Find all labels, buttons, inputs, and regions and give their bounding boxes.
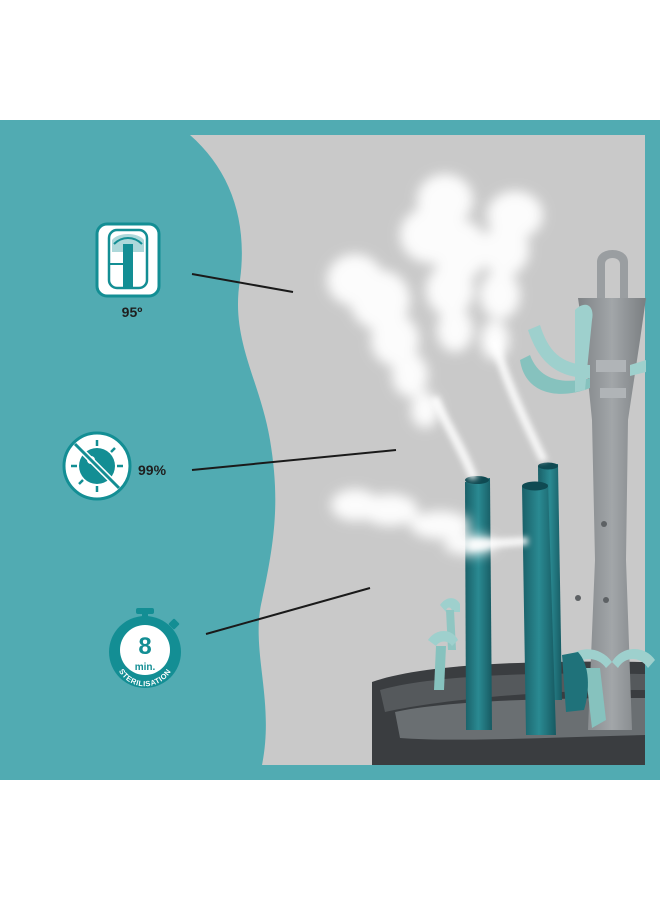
temperature-label: 95º — [121, 304, 143, 320]
bottle-temperature-icon — [95, 222, 161, 298]
timer-number: 8 — [138, 633, 151, 660]
germ-kill-label: 99% — [138, 462, 167, 478]
germ-crossed-icon — [62, 431, 132, 501]
pointer-line-timer — [205, 587, 371, 635]
timer-icon: 8 min. STERILISATION — [109, 608, 181, 688]
callout-lines — [191, 273, 397, 635]
steam-plumes — [327, 174, 548, 555]
timer-unit: min. — [135, 662, 156, 673]
bottle-pegs — [465, 462, 588, 735]
pointer-line-temperature — [191, 273, 294, 293]
pointer-line-germs — [191, 449, 397, 471]
drying-rack — [428, 250, 655, 730]
